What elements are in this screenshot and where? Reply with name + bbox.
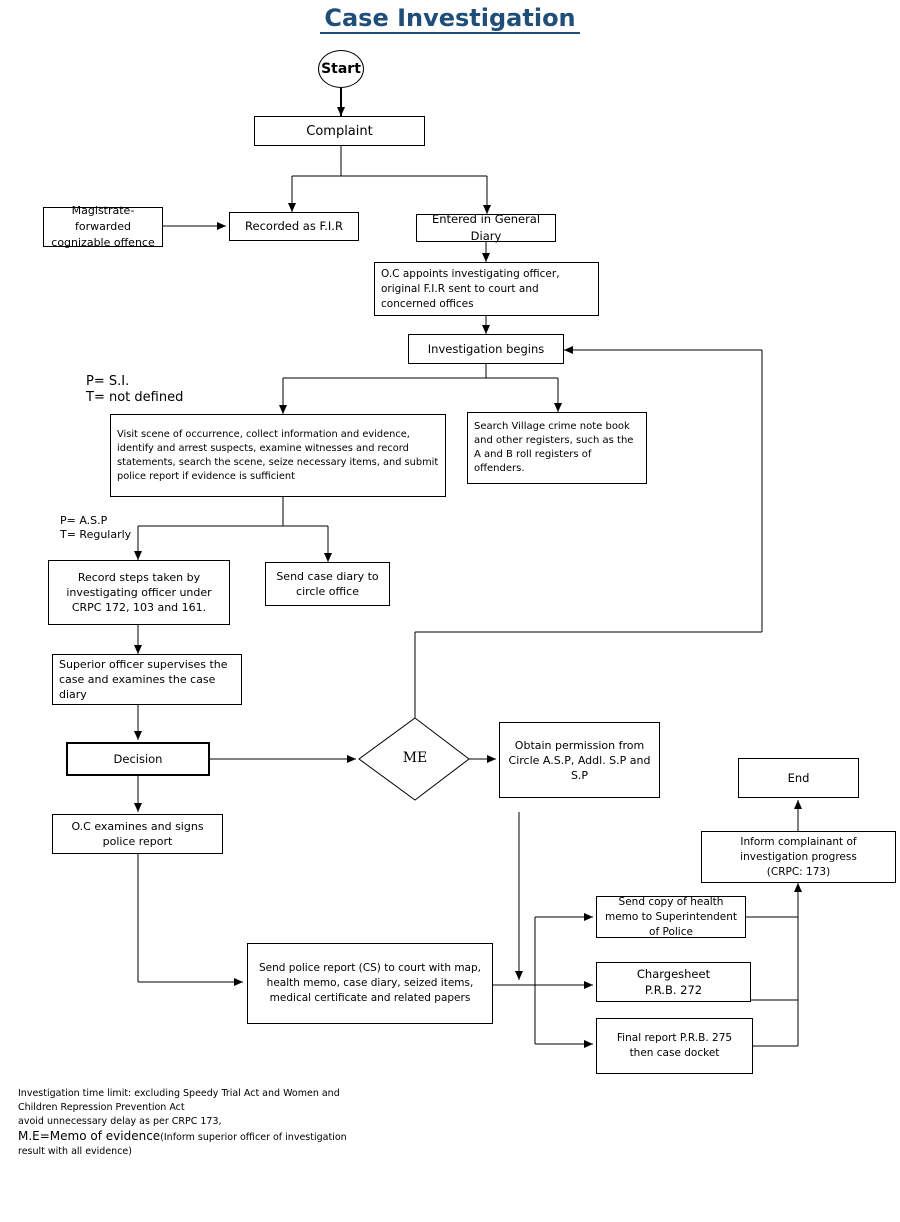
inform-text: Inform complainant of investigation prog… — [740, 835, 857, 863]
decision-box: Decision — [66, 742, 210, 776]
me-label: ME — [402, 750, 428, 766]
annotation-p-asp: P= A.S.P — [60, 514, 108, 527]
circle-office-box: Send case diary to circle office — [265, 562, 390, 606]
complaint-box: Complaint — [254, 116, 425, 146]
general-diary-box: Entered in General Diary — [416, 212, 556, 243]
annotation-t-not-defined: T= not defined — [86, 390, 184, 405]
me-decision-diamond — [358, 717, 470, 801]
annotation-t-regularly: T= Regularly — [60, 528, 132, 541]
final-report-box: Final report P.R.B. 275 then case docket — [596, 1018, 753, 1074]
magistrate-offence-box: Magistrate-forwarded cognizable offence — [43, 204, 163, 249]
page-title: Case Investigation — [0, 4, 900, 34]
start-node: Start — [318, 50, 364, 88]
annotation-p-si: P= S.I. — [86, 374, 130, 389]
field-work-box: Visit scene of occurrence, collect infor… — [110, 414, 446, 497]
village-crime-box: Search Village crime note book and other… — [467, 412, 647, 484]
chargesheet-box: Chargesheet P.R.B. 272 — [596, 962, 751, 1002]
inform-crpc: (CRPC: 173) — [766, 865, 831, 878]
me-definition: M.E=Memo of evidence — [18, 1129, 161, 1143]
inform-complainant-box: Inform complainant of investigation prog… — [701, 831, 896, 883]
oc-sign-box: O.C examines and signs police report — [52, 814, 223, 854]
footer-line-1: Investigation time limit: excluding Spee… — [18, 1088, 340, 1113]
footer-me-line: M.E=Memo of evidence(Inform superior off… — [18, 1129, 358, 1159]
footer-notes: Investigation time limit: excluding Spee… — [18, 1087, 358, 1159]
supervision-box: Superior officer supervises the case and… — [52, 654, 242, 705]
end-box: End — [738, 758, 859, 798]
footer-line-2: avoid unnecessary delay as per CRPC 173, — [18, 1116, 222, 1127]
fir-record-box: Recorded as F.I.R — [229, 212, 359, 241]
oc-appoint-box: O.C appoints investigating officer, orig… — [374, 262, 599, 316]
me-note: (Inform superior officer of investigatio… — [18, 1132, 347, 1157]
crpc-record-box: Record steps taken by investigating offi… — [48, 560, 230, 625]
health-memo-box: Send copy of health memo to Superintende… — [596, 896, 746, 938]
permission-box: Obtain permission from Circle A.S.P, Add… — [499, 722, 660, 798]
police-report-box: Send police report (CS) to court with ma… — [247, 943, 493, 1024]
investigation-start-box: Investigation begins — [408, 334, 564, 364]
